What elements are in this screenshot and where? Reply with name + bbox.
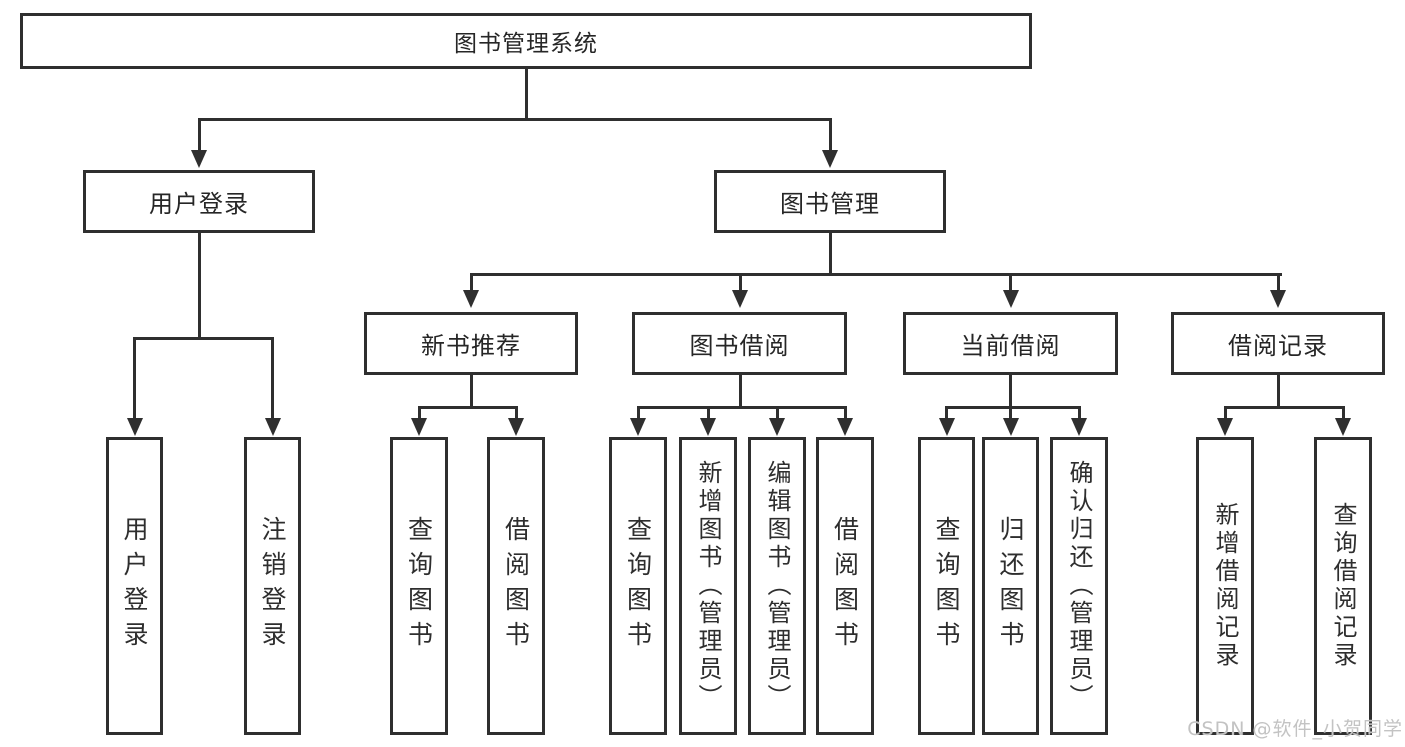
connector-line	[945, 405, 948, 420]
leaf-label: 查询借阅记录	[1329, 502, 1357, 670]
leaf-query-books-current: 查询图书	[918, 437, 975, 735]
leaf-label: 查询图书	[404, 516, 434, 656]
connector-line	[1009, 272, 1012, 292]
connector-line	[197, 118, 830, 121]
node-new-book-recommend: 新书推荐	[364, 312, 578, 375]
leaf-logout: 注销登录	[244, 437, 301, 735]
connector-line	[828, 118, 832, 151]
node-borrow-records: 借阅记录	[1171, 312, 1385, 375]
node-book-management: 图书管理	[714, 170, 946, 233]
arrow-down-icon	[1270, 290, 1286, 308]
connector-line	[524, 69, 528, 121]
node-label: 当前借阅	[960, 332, 1061, 360]
arrow-down-icon	[264, 418, 281, 436]
connector-line	[1223, 405, 1345, 409]
node-label: 图书管理系统	[454, 31, 598, 57]
connector-line	[133, 336, 136, 420]
arrow-down-icon	[126, 418, 143, 436]
leaf-label: 归还图书	[996, 516, 1025, 656]
arrow-down-icon	[1335, 418, 1351, 436]
arrow-down-icon	[411, 418, 427, 436]
leaf-return-books: 归还图书	[982, 437, 1039, 735]
arrow-down-icon	[463, 290, 479, 308]
arrow-down-icon	[630, 418, 646, 436]
leaf-edit-book-admin: 编辑图书（管理员）	[748, 437, 806, 735]
connector-line	[197, 118, 201, 151]
connector-line	[1276, 375, 1280, 408]
node-label: 用户登录	[149, 190, 249, 218]
connector-line	[1223, 405, 1227, 420]
leaf-query-borrow-record: 查询借阅记录	[1314, 437, 1372, 735]
connector-line	[828, 233, 832, 275]
leaf-add-borrow-record: 新增借阅记录	[1196, 437, 1254, 735]
node-book-borrow: 图书借阅	[632, 312, 847, 375]
leaf-label: 新增借阅记录	[1211, 502, 1239, 670]
connector-line	[469, 375, 473, 408]
leaf-label: 注销登录	[258, 516, 287, 656]
node-label: 图书管理	[780, 190, 880, 218]
arrow-down-icon	[191, 150, 207, 168]
connector-line	[1009, 375, 1012, 408]
connector-line	[417, 405, 421, 420]
connector-line	[1077, 405, 1081, 420]
node-label: 借阅记录	[1228, 332, 1328, 360]
leaf-borrow-books-recommend: 借阅图书	[487, 437, 545, 735]
connector-line	[636, 405, 847, 409]
arrow-down-icon	[1002, 418, 1019, 436]
leaf-label: 借阅图书	[501, 516, 531, 656]
leaf-label: 新增图书（管理员）	[694, 460, 722, 712]
connector-line	[469, 272, 473, 292]
arrow-down-icon	[837, 418, 853, 436]
connector-line	[738, 272, 742, 292]
connector-line	[775, 405, 779, 420]
arrow-down-icon	[938, 418, 955, 436]
arrow-down-icon	[732, 290, 748, 308]
connector-line	[1341, 405, 1345, 420]
node-label: 新书推荐	[421, 332, 521, 360]
leaf-add-book-admin: 新增图书（管理员）	[679, 437, 737, 735]
leaf-user-login: 用户登录	[106, 437, 163, 735]
node-user-login: 用户登录	[83, 170, 315, 233]
connector-line	[843, 405, 847, 420]
csdn-watermark: CSDN @软件_小贺同学	[1187, 718, 1403, 740]
arrow-down-icon	[822, 150, 838, 168]
connector-line	[271, 336, 274, 420]
connector-line	[417, 405, 518, 409]
connector-line	[738, 375, 742, 408]
leaf-label: 用户登录	[120, 516, 149, 656]
leaf-label: 确认归还（管理员）	[1065, 460, 1093, 712]
leaf-query-books-borrow: 查询图书	[609, 437, 667, 735]
leaf-label: 编辑图书（管理员）	[763, 460, 791, 712]
leaf-confirm-return-admin: 确认归还（管理员）	[1050, 437, 1108, 735]
connector-line	[469, 272, 1282, 276]
arrow-down-icon	[769, 418, 785, 436]
leaf-label: 查询图书	[623, 516, 653, 656]
connector-line	[706, 405, 710, 420]
connector-line	[1009, 405, 1012, 420]
leaf-borrow-books: 借阅图书	[816, 437, 874, 735]
arrow-down-icon	[1217, 418, 1233, 436]
connector-line	[636, 405, 640, 420]
connector-line	[945, 405, 1081, 409]
leaf-label: 查询图书	[932, 516, 961, 656]
arrow-down-icon	[1071, 418, 1087, 436]
connector-line	[197, 233, 201, 338]
arrow-down-icon	[508, 418, 524, 436]
connector-line	[133, 336, 274, 340]
leaf-label: 借阅图书	[830, 516, 860, 656]
arrow-down-icon	[700, 418, 716, 436]
arrow-down-icon	[1002, 290, 1019, 308]
connector-line	[514, 405, 518, 420]
connector-line	[1276, 272, 1280, 292]
leaf-query-books-recommend: 查询图书	[390, 437, 448, 735]
node-library-system: 图书管理系统	[20, 13, 1032, 69]
node-current-borrow: 当前借阅	[903, 312, 1118, 375]
node-label: 图书借阅	[689, 332, 790, 360]
